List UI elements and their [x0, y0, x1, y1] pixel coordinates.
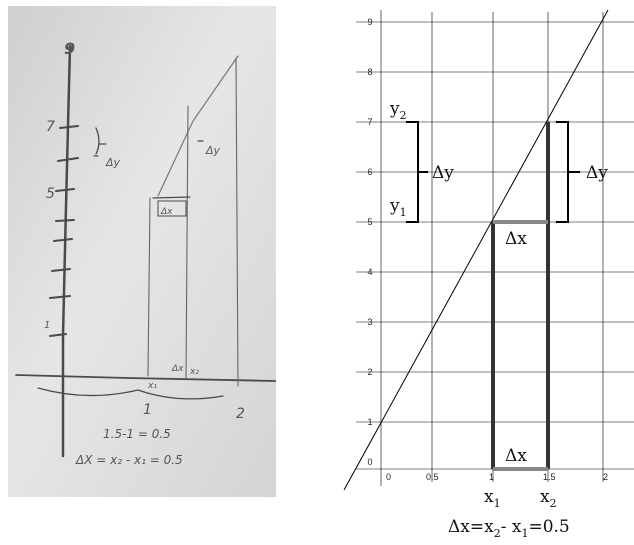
x-tick-0: 0 [386, 472, 391, 482]
svg-text:5: 5 [46, 186, 55, 202]
delta-y-right-brace [556, 121, 580, 223]
y-tick-6: 6 [367, 167, 372, 177]
y-tick-0: 0 [367, 457, 372, 467]
delta-y-left-label: Δy [432, 163, 454, 183]
y2-label: y2 [389, 99, 407, 122]
sketch-note-two: 2 [236, 406, 245, 422]
sketch-note-delta-x-bottom: Δx [171, 364, 184, 374]
sketch-note-one: 1 [143, 402, 152, 418]
y-tick-1: 1 [367, 417, 372, 427]
sketch-note-delta-y-right: Δy [205, 144, 221, 157]
y-tick-2: 2 [367, 367, 372, 377]
svg-text:1: 1 [44, 320, 50, 331]
delta-x-top-label: Δx [505, 229, 527, 249]
sketch-note-x1: x₁ [147, 381, 157, 391]
sketch-note-subtraction: 1.5-1 = 0.5 [103, 427, 171, 441]
svg-text:9: 9 [64, 39, 75, 58]
delta-x-formula: Δx=x2- x1=0.5 [448, 517, 570, 540]
x-tick-0-5: 0.5 [426, 472, 439, 482]
paper-background [8, 6, 276, 497]
sketch-canvas: 9 7 5 1 Δy Δy Δx Δx x₁ x₂ 1 2 1.5-1 = 0.… [8, 6, 277, 497]
graph-canvas: 9 8 7 6 5 4 3 2 1 0 0 0.5 1 1.5 2 [343, 9, 634, 540]
function-line [343, 9, 609, 491]
y-tick-9: 9 [367, 17, 372, 27]
handwritten-sketch-photo: 9 7 5 1 Δy Δy Δx Δx x₁ x₂ 1 2 1.5-1 = 0.… [8, 6, 277, 497]
y-tick-5: 5 [367, 217, 372, 227]
graph-diagram: 9 8 7 6 5 4 3 2 1 0 0 0.5 1 1.5 2 [340, 6, 634, 541]
x-tick-1-5: 1.5 [543, 472, 556, 482]
sketch-note-x2: x₂ [189, 367, 199, 377]
sketch-note-delta-x-top: Δx [160, 207, 173, 217]
delta-x-bottom-label: Δx [505, 446, 527, 466]
y-tick-8: 8 [367, 67, 372, 77]
delta-y-right-label: Δy [586, 163, 608, 183]
delta-y-left-brace [406, 121, 428, 223]
sketch-note-formula: ΔX = x₂ - x₁ = 0.5 [75, 453, 183, 467]
x-tick-1: 1 [489, 472, 494, 482]
sketch-x-axis [15, 374, 277, 382]
sketch-y-axis [61, 44, 72, 458]
y-tick-3: 3 [367, 317, 372, 327]
sketch-note-delta-y-left: Δy [105, 156, 121, 169]
y1-label: y1 [389, 196, 407, 219]
x2-label: x2 [540, 487, 557, 510]
y-tick-7: 7 [367, 117, 372, 127]
x1-label: x1 [484, 487, 501, 510]
y-tick-4: 4 [367, 267, 372, 277]
x-tick-2: 2 [603, 472, 608, 482]
svg-text:7: 7 [46, 119, 55, 135]
